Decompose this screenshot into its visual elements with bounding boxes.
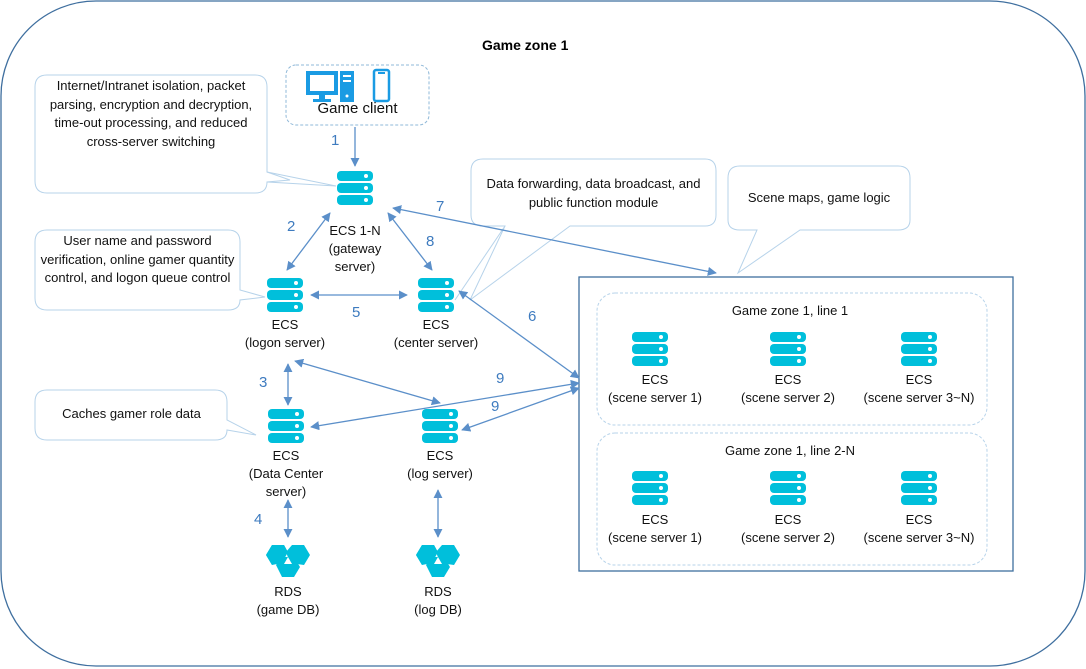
server-role: server) — [334, 259, 376, 274]
gateway-server-icon — [337, 171, 373, 205]
db-role: (game DB) — [256, 602, 320, 617]
zone2-scene-server-2-label: ECS (scene server 2) — [728, 511, 848, 547]
server-type: ECS — [641, 372, 669, 387]
edge-label-8: 8 — [426, 233, 435, 250]
server-role: (scene server 2) — [741, 530, 835, 545]
server-role: (scene server 3~N) — [863, 390, 975, 405]
server-type: ECS — [272, 448, 300, 463]
log-db-label: RDS (log DB) — [378, 583, 498, 619]
zone-line-2n-box — [596, 432, 988, 566]
zone1-scene-server-2-label: ECS (scene server 2) — [728, 371, 848, 407]
game-db-icon — [266, 545, 310, 577]
db-type: RDS — [274, 584, 302, 599]
gateway-server-label: ECS 1-N (gateway server) — [305, 222, 405, 276]
callout-logon-bubble — [34, 229, 266, 311]
log-db-icon — [416, 545, 460, 577]
zone1-scene-server-1-label: ECS (scene server 1) — [595, 371, 715, 407]
server-role: (log server) — [407, 466, 473, 481]
server-role: (scene server 1) — [608, 390, 702, 405]
edge-label-9b: 9 — [491, 398, 500, 415]
server-type: ECS — [774, 372, 802, 387]
logon-server-icon — [267, 278, 303, 312]
mobile-phone-icon — [372, 68, 391, 103]
server-type: ECS — [905, 372, 933, 387]
edge-9b — [461, 386, 580, 432]
edge-2 — [286, 212, 331, 271]
desktop-computer-icon — [306, 71, 354, 102]
edge-7 — [392, 205, 717, 276]
db-role: (log DB) — [414, 602, 462, 617]
callout-gateway-bubble — [34, 74, 291, 194]
callout-gateway: Internet/Intranet isolation, packet pars… — [49, 78, 253, 149]
game-db-label: RDS (game DB) — [228, 583, 348, 619]
server-role: (logon server) — [244, 335, 326, 350]
edge-label-4: 4 — [254, 511, 263, 528]
center-server-label: ECS (center server) — [376, 316, 496, 352]
server-role: server) — [265, 484, 307, 499]
server-type: ECS — [905, 512, 933, 527]
server-type: ECS 1-N — [329, 223, 381, 238]
edge-label-2: 2 — [287, 218, 296, 235]
edge-label-6: 6 — [528, 308, 537, 325]
callout-scene: Scene maps, game logic — [747, 190, 891, 205]
server-role: (gateway — [328, 241, 382, 256]
game-client-label: Game client — [317, 100, 398, 117]
db-type: RDS — [424, 584, 452, 599]
zone2-scene-server-2-icon — [770, 471, 806, 505]
zone2-scene-server-3n-icon — [901, 471, 937, 505]
zone-line-1-box — [596, 292, 988, 426]
zone-line-2n-title: Game zone 1, line 2-N — [724, 443, 856, 458]
data-center-server-icon — [268, 409, 304, 443]
zone2-scene-server-3n-label: ECS (scene server 3~N) — [859, 511, 979, 547]
edge-label-1: 1 — [331, 132, 340, 149]
zone1-scene-server-3n-icon — [901, 332, 937, 366]
diagram-title: Game zone 1 — [482, 37, 569, 53]
zone1-scene-server-3n-label: ECS (scene server 3~N) — [859, 371, 979, 407]
server-type: ECS — [271, 317, 299, 332]
server-type: ECS — [422, 317, 450, 332]
logon-server-label: ECS (logon server) — [225, 316, 345, 352]
zone1-scene-server-1-icon — [632, 332, 668, 366]
callout-scene-bubble — [727, 165, 911, 275]
game-client-box — [285, 64, 430, 126]
data-center-server-label: ECS (Data Center server) — [226, 447, 346, 501]
server-role: (scene server 1) — [608, 530, 702, 545]
edge-9a — [310, 379, 580, 431]
zone2-scene-server-1-icon — [632, 471, 668, 505]
server-role: (center server) — [393, 335, 479, 350]
zone1-scene-server-2-icon — [770, 332, 806, 366]
callout-center: Data forwarding, data broadcast, and pub… — [486, 176, 701, 210]
server-role: (Data Center — [248, 466, 324, 481]
zone-line-1-title: Game zone 1, line 1 — [731, 303, 849, 318]
edge-6 — [458, 290, 580, 379]
server-type: ECS — [774, 512, 802, 527]
server-type: ECS — [641, 512, 669, 527]
log-server-icon — [422, 409, 458, 443]
server-type: ECS — [426, 448, 454, 463]
edge-label-5: 5 — [352, 304, 361, 321]
edge-label-9a: 9 — [496, 370, 505, 387]
center-server-icon — [418, 278, 454, 312]
zone2-scene-server-1-label: ECS (scene server 1) — [595, 511, 715, 547]
server-role: (scene server 2) — [741, 390, 835, 405]
log-server-label: ECS (log server) — [380, 447, 500, 483]
edge-label-3: 3 — [259, 374, 268, 391]
callout-data-center: Caches gamer role data — [62, 406, 201, 421]
edge-logon-log — [294, 358, 441, 406]
edge-label-7: 7 — [436, 198, 445, 215]
server-role: (scene server 3~N) — [863, 530, 975, 545]
callout-logon: User name and password verification, onl… — [40, 233, 235, 285]
callout-data-center-bubble — [34, 389, 257, 441]
